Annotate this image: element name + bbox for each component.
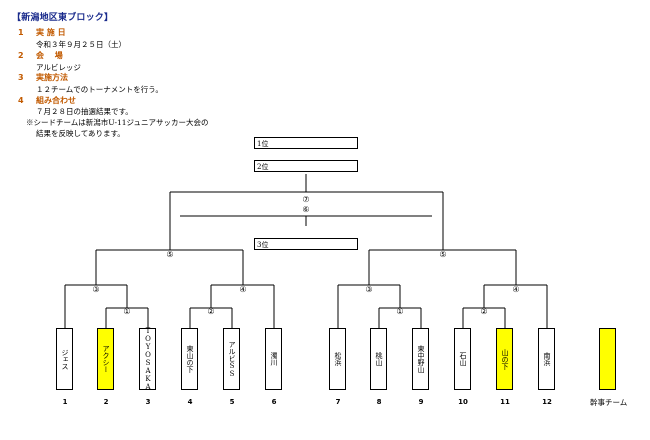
draw-note: ７月２８日の抽選結果です。 [36,107,133,116]
match-label-qf: ④ [239,285,247,294]
match-label-r1: ② [207,307,215,316]
match-label-third-place: ⑥ [302,205,310,214]
team-seed: 9 [418,398,424,406]
section-number: 2 [18,51,24,60]
match-label-qf: ④ [512,285,520,294]
team-seed: 4 [187,398,193,406]
team-seed: 3 [145,398,151,406]
team-box: 濁川 [265,328,282,390]
team-seed: 5 [229,398,235,406]
match-label-r1: ② [480,307,488,316]
section-number: 3 [18,73,24,82]
team-seed: 11 [500,398,510,406]
method: １２チームでのトーナメントを行う。 [36,85,163,94]
match-label-final: ⑦ [302,195,310,204]
team-seed: 6 [271,398,277,406]
team-seed: 1 [62,398,68,406]
team-seed: 10 [458,398,468,406]
team-box: 東山の下 [181,328,198,390]
seed-note-cont: 結果を反映してあります。 [36,129,125,138]
event-date: 令和３年９月２５日（土） [36,40,126,49]
section-3-heading: 3 実施方法 [18,72,68,83]
team-box: アルビSS [223,328,240,390]
match-label-semi-left: ⑤ [166,250,174,259]
team-box: 山の下 [496,328,513,390]
organizer-legend-label: 幹事チーム [590,398,628,407]
team-box: 南浜 [538,328,555,390]
team-seed: 2 [103,398,109,406]
section-heading: 実 施 日 [36,28,66,37]
section-4-heading: 4 組み合わせ [18,95,76,106]
match-label-r1: ① [396,307,404,316]
venue: アルビレッジ [36,63,81,72]
team-box: TOYOSAKA [139,327,156,391]
team-box: 東中野山 [412,328,429,390]
match-label-qf: ③ [365,285,373,294]
seed-note: ※シードチームは新潟市U-11ジュニアサッカー大会の [26,118,209,127]
team-box: 松浜 [329,328,346,390]
section-heading: 組み合わせ [36,96,76,105]
team-seed: 7 [335,398,341,406]
section-heading: 会 場 [36,51,63,60]
team-box: 桃山 [370,328,387,390]
match-label-r1: ① [123,307,131,316]
team-box: ジェス [56,328,73,390]
second-place-box: 2位 [254,160,358,172]
section-heading: 実施方法 [36,73,68,82]
team-seed: 12 [542,398,552,406]
section-number: 4 [18,96,24,105]
section-2-heading: 2 会 場 [18,50,63,61]
team-seed: 8 [376,398,382,406]
organizer-legend-swatch [599,328,616,390]
section-1-heading: 1 実 施 日 [18,27,66,38]
section-number: 1 [18,28,24,37]
match-label-semi-right: ⑤ [439,250,447,259]
team-box: アクシー [97,328,114,390]
page-title: 【新潟地区東ブロック】 [12,13,114,23]
first-place-box: 1位 [254,137,358,149]
match-label-qf: ③ [92,285,100,294]
third-place-box: 3位 [254,238,358,250]
team-box: 石山 [454,328,471,390]
